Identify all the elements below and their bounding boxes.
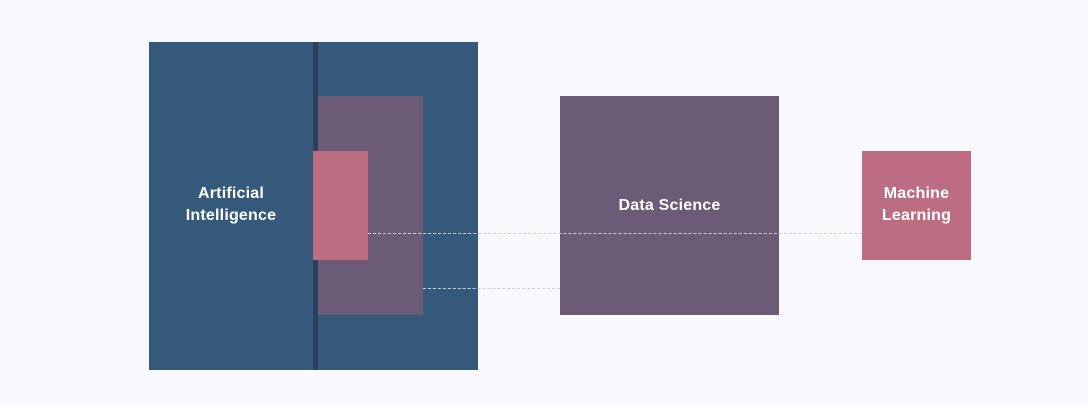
machine-learning-label-line2: Learning	[881, 207, 952, 224]
machine-learning-label-line1: Machine	[883, 185, 950, 202]
ml-connector-line	[368, 233, 862, 234]
data-science-label: Data Science	[618, 197, 721, 214]
machine-learning-box	[862, 151, 971, 260]
ai-label: Artificial Intelligence	[149, 183, 313, 227]
data-science-box	[560, 96, 779, 315]
machine-learning-label: Machine Learning	[862, 183, 971, 227]
ai-label-line2: Intelligence	[185, 207, 277, 224]
ai-label-line1: Artificial	[197, 185, 264, 202]
ai-machine-learning-overlap	[313, 151, 368, 260]
ds-connector-line	[423, 288, 560, 289]
